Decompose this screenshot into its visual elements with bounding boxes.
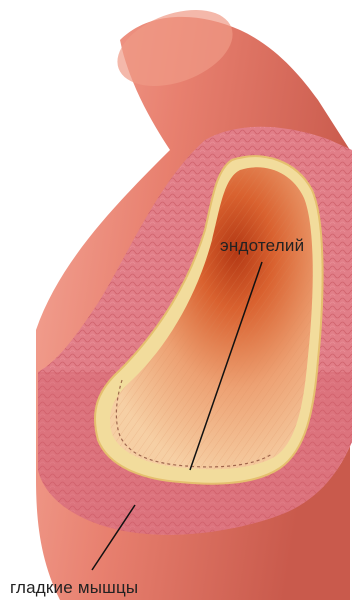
endothelium-label: эндотелий (220, 236, 304, 256)
smooth-muscle-label: гладкие мышцы (10, 578, 138, 598)
